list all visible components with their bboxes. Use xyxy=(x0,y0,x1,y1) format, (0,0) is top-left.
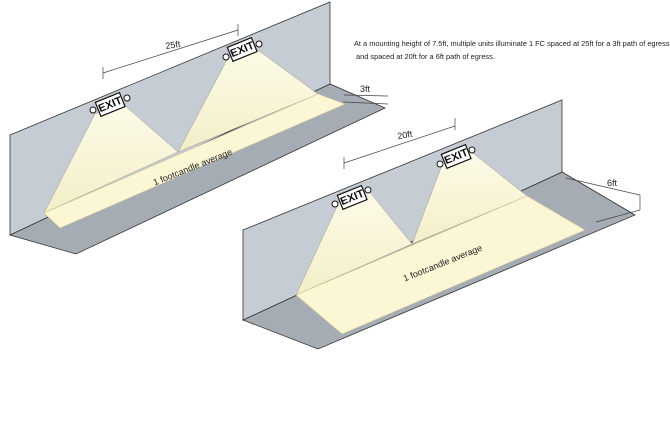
caption: At a mounting height of 7.5ft, multiple … xyxy=(354,38,670,63)
top-width-dimension xyxy=(342,94,389,105)
top-spacing-dimension xyxy=(102,24,239,79)
top-spacing-label: 25ft xyxy=(165,39,182,51)
caption-line-1: At a mounting height of 7.5ft, multiple … xyxy=(354,39,670,48)
top-scene: EXIT EXIT 25ft 3ft 1 footcandle average xyxy=(8,1,389,255)
top-exit-sign-2: EXIT xyxy=(222,36,263,63)
caption-line-2: and spaced at 20ft for a 6ft path of egr… xyxy=(356,51,495,61)
bottom-lit-path xyxy=(295,195,586,335)
top-lit-path xyxy=(43,93,346,229)
bottom-width-dimension xyxy=(565,177,641,223)
bottom-exit-sign-2: EXIT xyxy=(436,143,476,170)
bottom-spacing-dimension xyxy=(343,118,456,169)
top-exit-sign-1: EXIT xyxy=(89,91,131,118)
bottom-spacing-label: 20ft xyxy=(397,129,414,142)
top-width-label: 3ft xyxy=(360,84,371,94)
egress-lighting-diagram: EXIT EXIT 25ft 3ft 1 footcandle average xyxy=(8,1,641,350)
bottom-exit-sign-1: EXIT xyxy=(331,184,372,211)
bottom-width-label: 6ft xyxy=(607,178,618,188)
bottom-scene: EXIT EXIT 20ft 6ft 1 footcandle average xyxy=(241,99,641,350)
